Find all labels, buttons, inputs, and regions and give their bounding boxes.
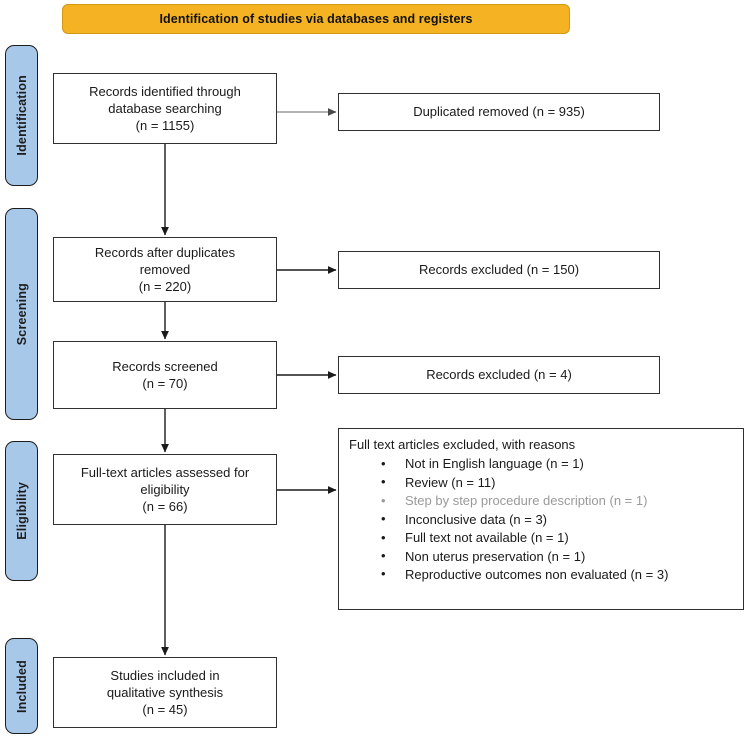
phase-bar-identification: Identification (5, 45, 38, 186)
box-studies-included-text: Studies included in qualitative synthesi… (106, 667, 224, 718)
box-records-excluded-150: Records excluded (n = 150) (338, 251, 660, 289)
identification-banner-label: Identification of studies via databases … (159, 12, 473, 26)
exclusion-reason-item: Non uterus preservation (n = 1) (349, 547, 733, 566)
phase-bar-eligibility: Eligibility (5, 441, 38, 581)
phase-label-screening: Screening (14, 282, 29, 346)
box-records-identified: Records identified through database sear… (53, 73, 277, 144)
box-records-screened-text: Records screened (n = 70) (112, 358, 218, 391)
phase-bar-included: Included (5, 638, 38, 734)
box-exclusion-reasons: Full text articles excluded, with reason… (338, 428, 744, 610)
box-records-excluded-4: Records excluded (n = 4) (338, 356, 660, 394)
box-records-excluded-4-text: Records excluded (n = 4) (426, 367, 572, 383)
exclusion-reasons-list: Not in English language (n = 1)Review (n… (349, 455, 733, 585)
box-fulltext-assessed-text: Full-text articles assessed for eligibil… (80, 464, 250, 515)
exclusion-reason-item: Step by step procedure description (n = … (349, 492, 733, 511)
exclusion-reasons-title: Full text articles excluded, with reason… (349, 437, 576, 452)
exclusion-reason-item: Inconclusive data (n = 3) (349, 510, 733, 529)
exclusion-reason-item: Full text not available (n = 1) (349, 529, 733, 548)
box-duplicated-removed-text: Duplicated removed (n = 935) (413, 104, 585, 120)
box-studies-included: Studies included in qualitative synthesi… (53, 657, 277, 728)
box-records-excluded-150-text: Records excluded (n = 150) (418, 262, 580, 278)
box-records-after-duplicates-text: Records after duplicates removed (n = 22… (94, 244, 236, 295)
box-records-identified-text: Records identified through database sear… (89, 83, 241, 134)
identification-banner: Identification of studies via databases … (62, 4, 570, 34)
exclusion-reason-item: Not in English language (n = 1) (349, 455, 733, 474)
phase-label-eligibility: Eligibility (14, 482, 29, 540)
box-records-after-duplicates: Records after duplicates removed (n = 22… (53, 237, 277, 302)
phase-label-identification: Identification (14, 75, 29, 156)
exclusion-reason-item: Reproductive outcomes non evaluated (n =… (349, 565, 733, 584)
box-fulltext-assessed: Full-text articles assessed for eligibil… (53, 454, 277, 525)
phase-label-included: Included (14, 659, 29, 713)
phase-bar-screening: Screening (5, 208, 38, 420)
box-duplicated-removed: Duplicated removed (n = 935) (338, 93, 660, 131)
exclusion-reason-item: Review (n = 11) (349, 473, 733, 492)
box-records-screened: Records screened (n = 70) (53, 341, 277, 409)
